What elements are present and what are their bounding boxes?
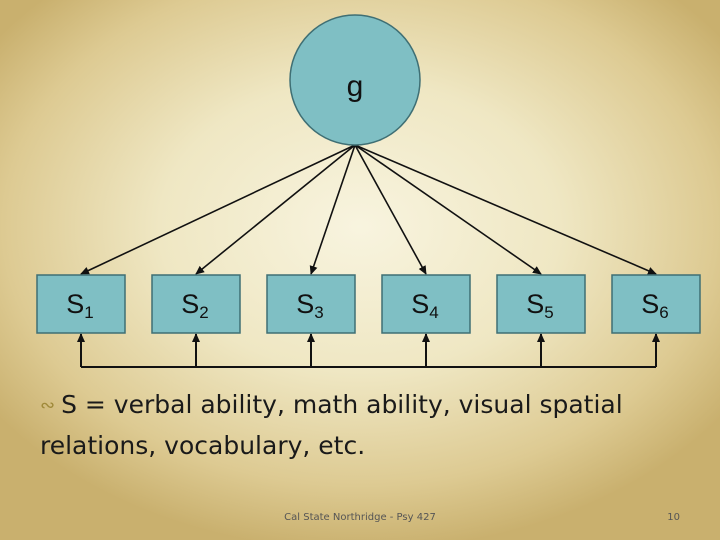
s3-box: [266, 274, 356, 334]
wave-bullet-icon: ∾: [40, 395, 56, 416]
g-to-s-arrows: [80, 144, 657, 275]
s5-box: [496, 274, 586, 334]
factor-diagram: S1 S2 S3 S4 S5 S6 g: [36, 14, 701, 368]
g-node: g: [289, 14, 421, 146]
g-arrow-5: [354, 144, 542, 275]
s1-box: [36, 274, 126, 334]
s3-label: S3: [296, 289, 323, 322]
s4-box: [381, 274, 471, 334]
g-arrow-4: [354, 144, 427, 275]
bullet-text: S = verbal ability, math ability, visual…: [40, 390, 623, 460]
s2-label: S2: [181, 289, 208, 322]
g-arrow-3: [309, 144, 356, 275]
s5-label: S5: [526, 289, 553, 322]
s6-label: S6: [641, 289, 668, 322]
g-arrow-6: [354, 144, 657, 275]
s6-box: [611, 274, 701, 334]
footer-source: Cal State Northridge - Psy 427: [284, 512, 436, 523]
specific-factor-boxes: S1 S2 S3 S4 S5 S6: [36, 274, 701, 334]
s1-label: S1: [66, 289, 93, 322]
g-label: g: [347, 70, 364, 103]
bullet-point: ∾S = verbal ability, math ability, visua…: [40, 386, 680, 465]
g-arrow-1: [80, 144, 356, 275]
g-circle: [289, 14, 421, 146]
page-number: 10: [667, 512, 680, 523]
g-arrow-2: [195, 144, 356, 275]
s4-label: S4: [411, 289, 438, 322]
s2-box: [151, 274, 241, 334]
bottom-arrows: [77, 333, 660, 368]
